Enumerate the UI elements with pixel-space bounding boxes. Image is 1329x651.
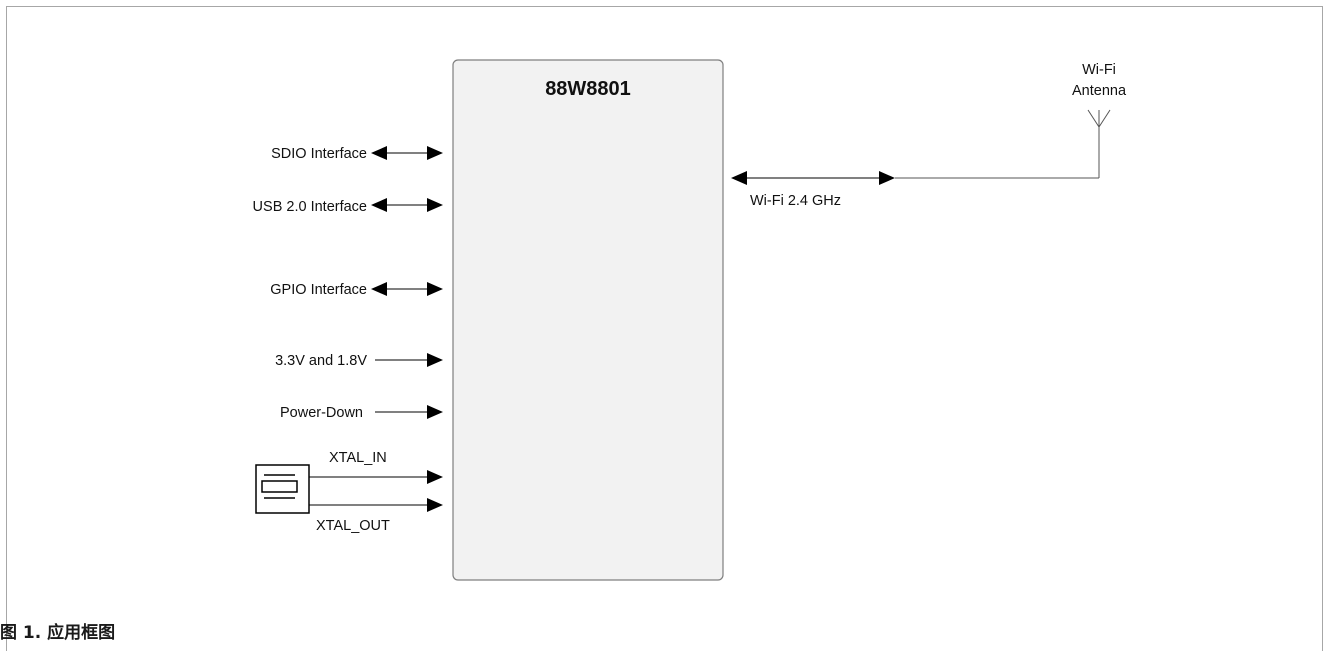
power-down-label: Power-Down [280,405,363,421]
wifi-rf-bidirectional-arrow [731,171,1099,185]
xtal-out-label: XTAL_OUT [316,518,390,534]
antenna-label-line1: Wi-Fi [1082,62,1116,78]
xtal-in-arrow [309,470,443,484]
sdio-bidirectional-arrow [371,146,443,160]
gpio-bidirectional-arrow [371,282,443,296]
figure-caption: 图 1. 应用框图 [0,623,116,643]
sdio-interface-label: SDIO Interface [271,146,367,162]
power-down-arrow [375,405,443,419]
gpio-interface-label: GPIO Interface [270,282,367,298]
power-supply-label: 3.3V and 1.8V [275,353,367,369]
antenna-icon [1087,109,1111,178]
antenna-label-line2: Antenna [1072,83,1127,99]
wifi-band-label: Wi-Fi 2.4 GHz [750,193,841,209]
chip-block [452,59,724,581]
chip-title: 88W8801 [545,78,631,100]
xtal-in-label: XTAL_IN [329,450,387,466]
usb-interface-label: USB 2.0 Interface [253,199,367,215]
usb-bidirectional-arrow [371,198,443,212]
power-supply-arrow [375,353,443,367]
crystal-icon [255,464,310,514]
xtal-out-arrow [309,498,443,512]
